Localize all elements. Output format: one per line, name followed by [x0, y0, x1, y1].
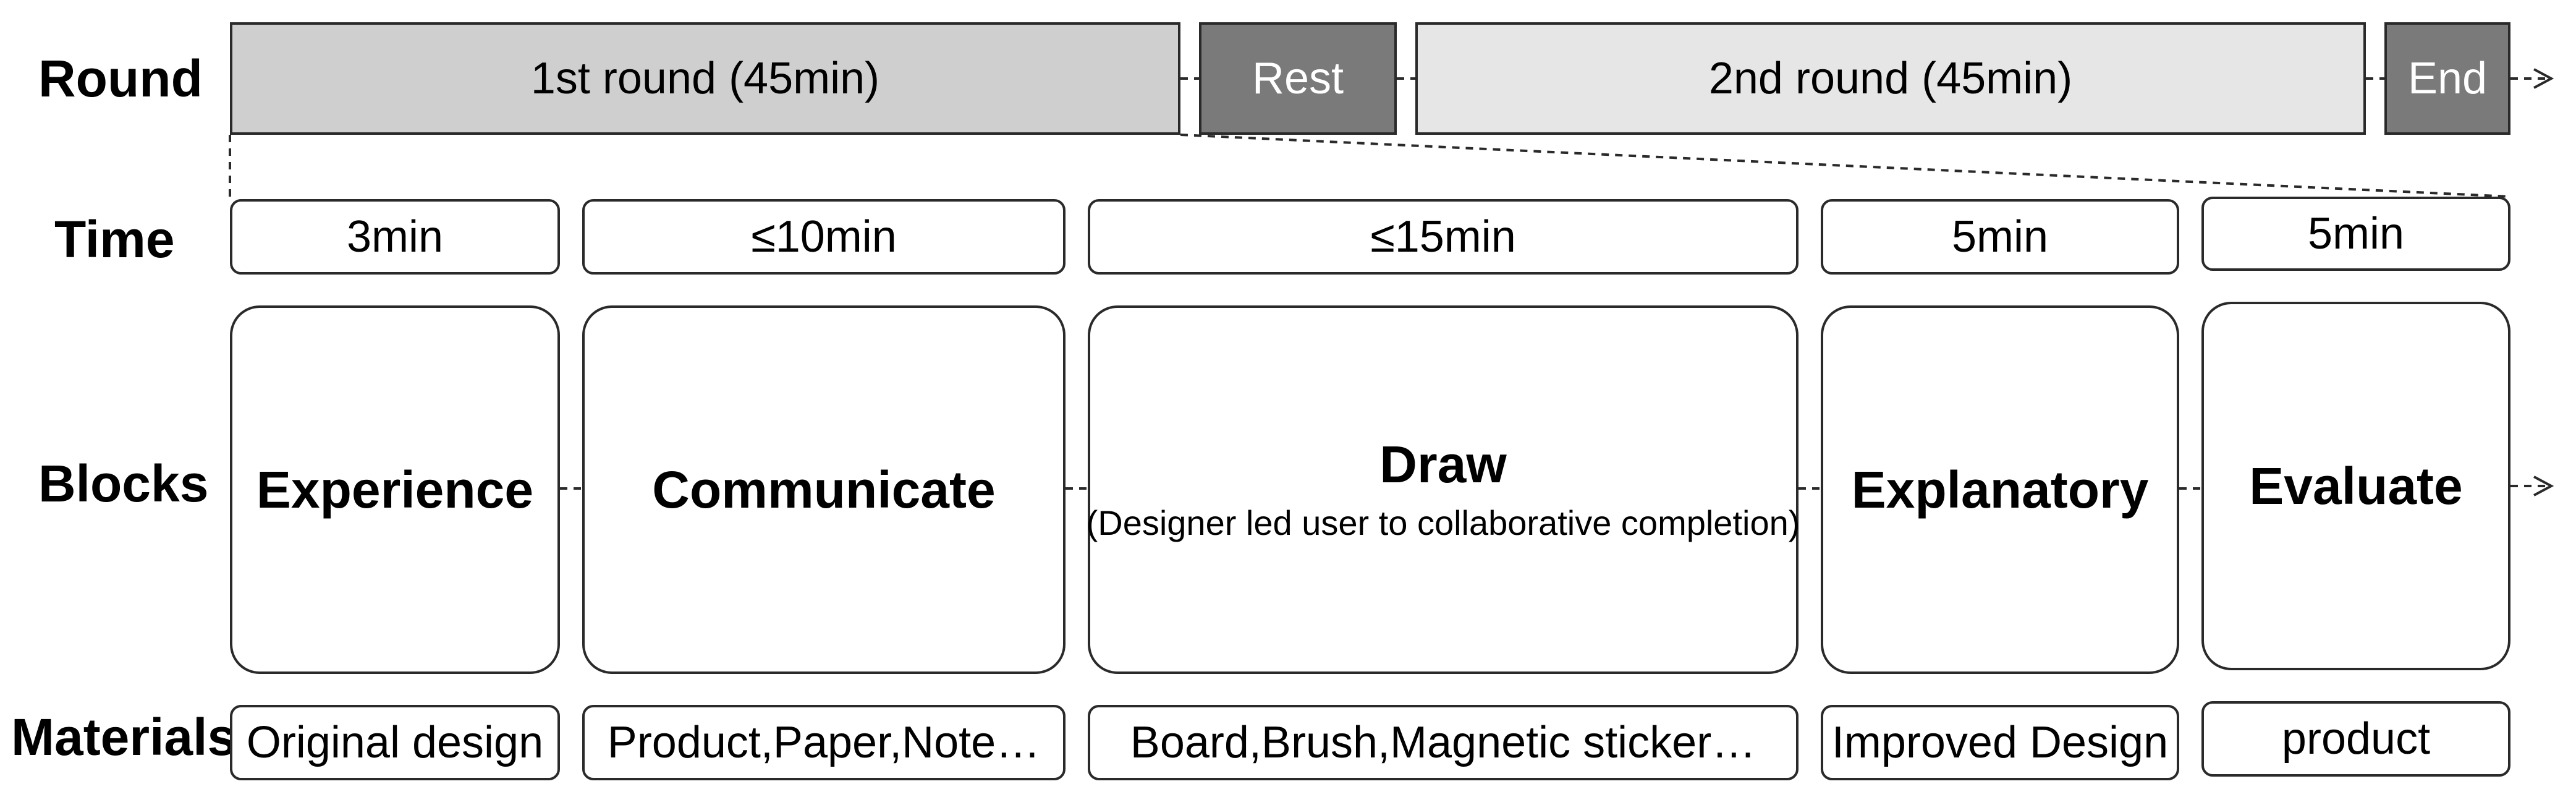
materials-explanatory: Improved Design — [1821, 705, 2179, 780]
block-evaluate: Evaluate — [2201, 302, 2510, 670]
arrow-head-round — [2533, 68, 2554, 89]
time-draw: ≤15min — [1088, 199, 1799, 275]
materials-draw: Board,Brush,Magnetic sticker… — [1088, 705, 1799, 780]
block-title: Experience — [256, 460, 534, 519]
block-title: Draw — [1379, 435, 1507, 494]
end-segment: End — [2384, 22, 2510, 135]
arrow-head-blocks — [2533, 475, 2554, 497]
row-label-materials: Materials — [11, 708, 237, 766]
time-communicate: ≤10min — [582, 199, 1066, 275]
block-title: Evaluate — [2249, 456, 2463, 515]
first-round-segment: 1st round (45min) — [230, 22, 1180, 135]
block-draw: Draw (Designer led user to collaborative… — [1086, 305, 1800, 674]
row-label-round: Round — [38, 49, 203, 108]
zoom-line-right — [1180, 134, 2511, 198]
time-experience: 3min — [230, 199, 560, 275]
second-round-segment: 2nd round (45min) — [1415, 22, 2366, 135]
time-evaluate: 5min — [2201, 197, 2510, 271]
time-explanatory: 5min — [1821, 199, 2179, 275]
block-subtitle: (Designer led user to collaborative comp… — [1086, 503, 1800, 542]
block-explanatory: Explanatory — [1821, 305, 2179, 674]
materials-communicate: Product,Paper,Note… — [582, 705, 1066, 780]
block-experience: Experience — [230, 305, 560, 674]
block-communicate: Communicate — [582, 305, 1066, 674]
block-title: Explanatory — [1851, 460, 2149, 519]
row-label-blocks: Blocks — [38, 454, 209, 513]
materials-experience: Original design — [230, 705, 560, 780]
row-label-time: Time — [54, 210, 175, 268]
block-title: Communicate — [652, 460, 996, 519]
materials-evaluate: product — [2201, 701, 2510, 777]
rest-segment: Rest — [1199, 22, 1397, 135]
